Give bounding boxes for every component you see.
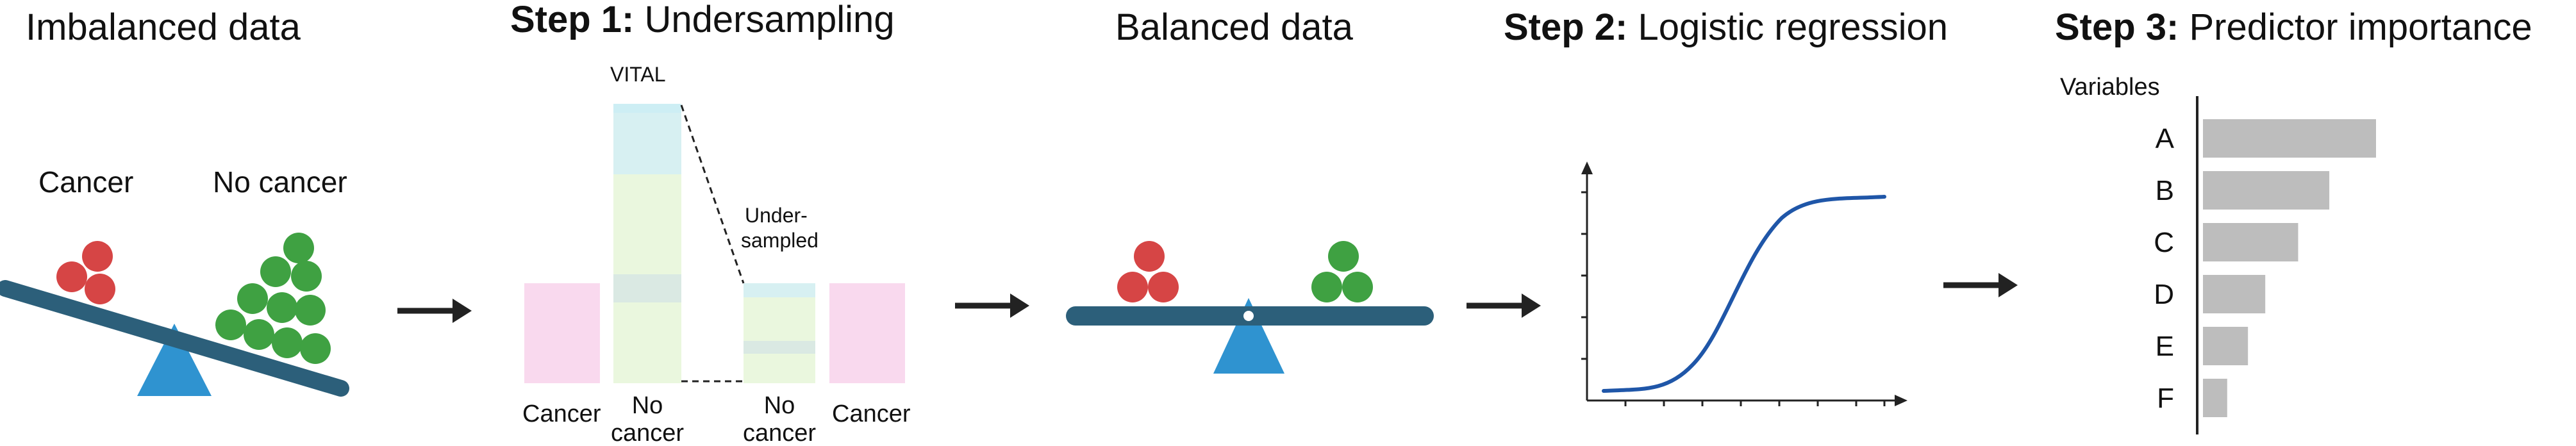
no-cancer-ball [272, 327, 303, 358]
logistic-plot [1581, 161, 1907, 406]
variable-label-d: D [2154, 279, 2174, 310]
imbalanced-no-cancer-label: No cancer [213, 165, 347, 199]
step1-title-rest: Undersampling [634, 0, 894, 40]
undersampled-label-line2: sampled [741, 229, 819, 252]
x-axis-ticks [1624, 401, 1886, 406]
scale-beam [0, 280, 349, 397]
vital-no-cancer-caption-2: cancer [611, 420, 684, 446]
cancer-right-caption: Cancer [832, 401, 911, 427]
importance-bar-d [2203, 275, 2266, 313]
step3-title-bold: Step 3: [2055, 6, 2179, 48]
y-axis-arrowhead [1581, 161, 1593, 174]
tilted-scale [0, 280, 349, 397]
imbalanced-title: Imbalanced data [26, 6, 301, 48]
step2-title: Step 2: Logistic regression [1504, 6, 1948, 48]
no-cancer-ball [291, 261, 322, 292]
no-cancer-balls-balanced [1311, 241, 1373, 302]
arrow-icon [1943, 273, 2018, 297]
vital-label: VITAL [610, 63, 666, 86]
cancer-left-caption: Cancer [522, 401, 601, 427]
fulcrum-pin [1243, 311, 1254, 321]
no-cancer-ball [1328, 241, 1359, 272]
variable-label-b: B [2156, 175, 2174, 206]
vital-no-cancer-caption-1: No [632, 392, 663, 419]
variables-axis-label: Variables [2060, 74, 2160, 101]
arrow-icon [397, 299, 472, 323]
no-cancer-ball [300, 333, 331, 364]
variable-label-e: E [2156, 331, 2174, 362]
imbalanced-cancer-label: Cancer [38, 165, 133, 199]
no-cancer-ball [1311, 272, 1342, 302]
scale-fulcrum [137, 324, 212, 396]
no-cancer-ball [244, 319, 274, 350]
sampled-no-cancer-caption-1: No [764, 392, 795, 419]
no-cancer-ball [215, 310, 246, 340]
step3-title-rest: Predictor importance [2179, 6, 2532, 48]
step1-title-bold: Step 1: [510, 0, 634, 40]
variable-label-a: A [2156, 123, 2175, 154]
cancer-bar-right [829, 283, 905, 383]
step3-title: Step 3: Predictor importance [2055, 6, 2532, 48]
balanced-scale [1066, 298, 1434, 374]
importance-bar-c [2203, 223, 2298, 261]
undersample-dashed-top [680, 104, 745, 284]
undersampled-label-line1: Under- [745, 204, 808, 227]
cancer-ball [82, 241, 113, 272]
cancer-ball [1148, 272, 1179, 302]
cancer-ball [1134, 241, 1165, 272]
no-cancer-ball [295, 295, 326, 326]
cancer-bar-left [524, 283, 600, 383]
arrow-icon [955, 293, 1029, 318]
cancer-balls-left [56, 241, 115, 304]
variable-label-f: F [2157, 383, 2174, 414]
undersampled-no-cancer-bar [744, 283, 815, 383]
balanced-title: Balanced data [1115, 6, 1354, 48]
no-cancer-ball [283, 233, 314, 263]
arrow-icon [1467, 293, 1541, 318]
no-cancer-ball [1342, 272, 1373, 302]
cancer-balls-balanced [1117, 241, 1179, 302]
step1-title: Step 1: Undersampling [510, 0, 895, 40]
y-axis-ticks [1581, 191, 1587, 360]
cancer-ball [85, 274, 115, 304]
logistic-curve [1602, 195, 1886, 393]
variable-label-c: C [2154, 227, 2174, 258]
step2-title-rest: Logistic regression [1627, 6, 1948, 48]
importance-bar-f [2203, 379, 2227, 417]
no-cancer-balls-left [215, 233, 331, 364]
importance-bar-b [2203, 171, 2330, 210]
scale-fulcrum [1213, 298, 1284, 374]
no-cancer-ball [237, 283, 268, 314]
cancer-ball [56, 261, 87, 292]
importance-bar-a [2203, 119, 2376, 158]
no-cancer-ball [260, 256, 291, 287]
no-cancer-ball [267, 292, 297, 323]
vital-no-cancer-bar [613, 104, 681, 383]
step2-title-bold: Step 2: [1504, 6, 1627, 48]
sampled-no-cancer-caption-2: cancer [743, 420, 816, 446]
cancer-ball [1117, 272, 1148, 302]
x-axis-arrowhead [1895, 395, 1907, 406]
importance-bar-e [2203, 327, 2248, 365]
